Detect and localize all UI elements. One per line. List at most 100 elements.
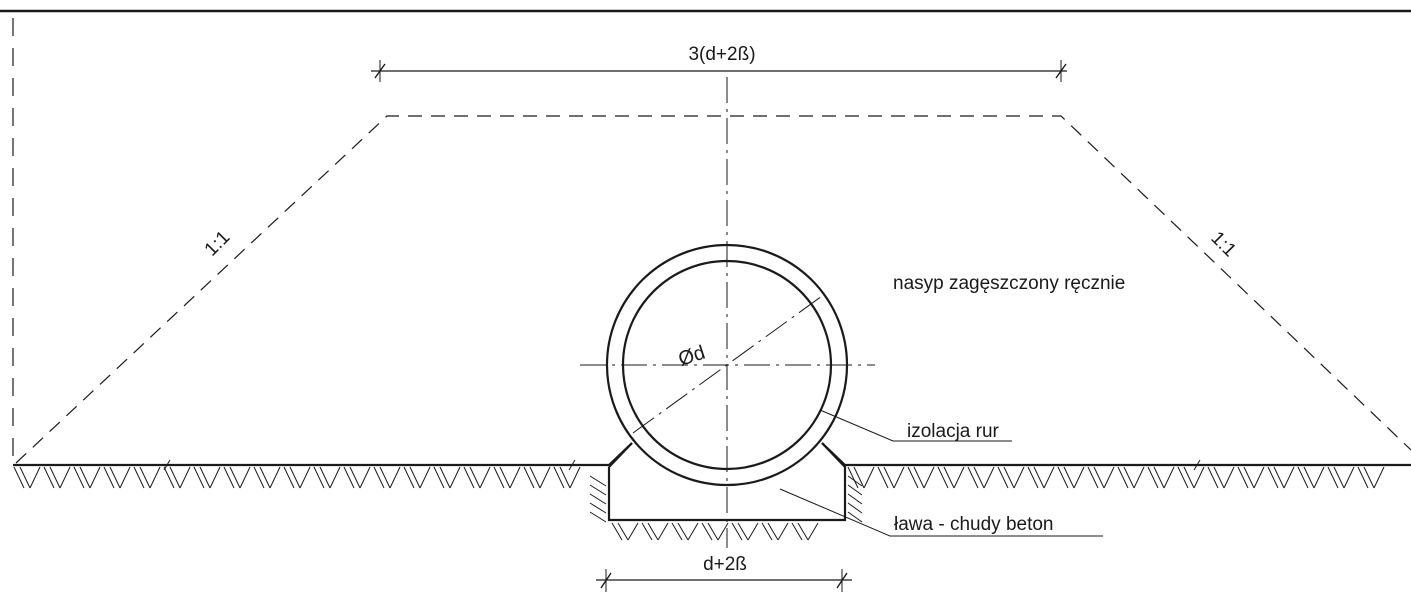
hatch-stroke [149, 466, 161, 489]
hatch-stroke [657, 522, 669, 541]
hatch-stroke [1273, 466, 1285, 489]
hatch-stroke [199, 466, 211, 489]
top-dimension-label: 3(d+2ß) [688, 44, 755, 65]
hatch-stroke [863, 466, 875, 489]
hatch-stroke [737, 522, 749, 541]
hatch-stroke [79, 466, 91, 489]
hatch-stroke [1033, 466, 1045, 489]
hatch-stroke [677, 522, 689, 541]
hatch-stroke [589, 493, 607, 505]
slope-label-right: 1:1 [1206, 228, 1240, 262]
hatch-stroke [419, 466, 431, 489]
hatch-stroke [499, 466, 511, 489]
hatch-stroke [1313, 466, 1325, 489]
hatch-stroke [1163, 466, 1175, 489]
hatch-stroke [807, 522, 819, 541]
hatch-stroke [329, 466, 341, 489]
hatch-stroke [1093, 466, 1105, 489]
hatch-stroke [589, 502, 607, 514]
hatch-stroke [13, 466, 25, 489]
hatch-stroke [169, 466, 181, 489]
hatch-stroke [553, 466, 565, 489]
hatch-stroke [847, 466, 859, 489]
hatch-stroke [589, 484, 607, 496]
hatch-stroke [1153, 466, 1165, 489]
hatch-stroke [1243, 466, 1255, 489]
embankment-outline-dashed [15, 115, 1411, 464]
hatch-stroke [847, 502, 863, 514]
hatch-stroke [239, 466, 251, 489]
hatch-stroke [359, 466, 371, 489]
bedding-label: ława - chudy beton [894, 514, 1054, 535]
diameter-label: Ød [676, 342, 708, 371]
hatch-stroke [953, 466, 965, 489]
hatch-stroke [179, 466, 191, 489]
hatch-stroke [59, 466, 71, 489]
hatch-stroke [379, 466, 391, 489]
hatch-stroke [568, 459, 576, 471]
hatch-stroke [163, 466, 175, 489]
hatch-stroke [853, 466, 865, 489]
hatch-stroke [283, 466, 295, 489]
hatch-stroke [1283, 466, 1295, 489]
hatch-stroke [777, 522, 789, 541]
hatch-stroke [119, 466, 131, 489]
hatch-stroke [1213, 466, 1225, 489]
hatch-stroke [1237, 466, 1249, 489]
hatch-stroke [589, 475, 607, 487]
hatch-stroke [433, 466, 445, 489]
hatch-stroke [847, 475, 863, 487]
hatch-stroke [1133, 466, 1145, 489]
hatch-stroke [1057, 466, 1069, 489]
hatch-stroke [913, 466, 925, 489]
hatch-stroke [923, 466, 935, 489]
hatch-stroke [299, 466, 311, 489]
bottom-dimension-label: d+2ß [703, 554, 747, 575]
hatch-stroke [523, 466, 535, 489]
hatch-stroke [797, 522, 809, 541]
hatch-stroke [767, 522, 779, 541]
bedding-leader-line [779, 488, 1103, 537]
hatch-stroke [229, 466, 241, 489]
hatch-stroke [1147, 466, 1159, 489]
pipe-outer-insulation [605, 243, 849, 487]
hatch-stroke [1267, 466, 1279, 489]
hatch-stroke [493, 466, 505, 489]
hatch-stroke [1333, 466, 1345, 489]
hatch-stroke [163, 459, 171, 471]
hatch-stroke [439, 466, 451, 489]
hatch-stroke [847, 484, 863, 496]
hatch-stroke [29, 466, 41, 489]
pipe-inner-wall [621, 259, 833, 471]
trench-hatching [163, 459, 1201, 541]
hatch-stroke [223, 466, 235, 489]
hatch-stroke [449, 466, 461, 489]
bottom-dimension [596, 569, 852, 592]
hatch-stroke [937, 466, 949, 489]
hatch-stroke [1117, 466, 1129, 489]
slope-label-left: 1:1 [201, 227, 235, 261]
hatch-stroke [1363, 466, 1375, 489]
hatch-stroke [109, 466, 121, 489]
hatch-stroke [209, 466, 221, 489]
hatch-stroke [1183, 466, 1195, 489]
hatch-stroke [559, 466, 571, 489]
hatch-stroke [627, 522, 639, 541]
hatch-stroke [73, 466, 85, 489]
hatch-stroke [617, 522, 629, 541]
hatch-stroke [997, 466, 1009, 489]
hatch-stroke [1003, 466, 1015, 489]
hatch-stroke [1373, 466, 1385, 489]
ground-hatching-right [847, 466, 1385, 489]
hatch-stroke [707, 522, 719, 541]
hatch-stroke [89, 466, 101, 489]
hatch-stroke [893, 466, 905, 489]
hatch-stroke [313, 466, 325, 489]
hatch-stroke [1343, 466, 1355, 489]
hatch-stroke [589, 511, 607, 523]
hatch-stroke [943, 466, 955, 489]
hatch-stroke [539, 466, 551, 489]
hatch-stroke [463, 466, 475, 489]
hatch-stroke [373, 466, 385, 489]
hatch-stroke [103, 466, 115, 489]
